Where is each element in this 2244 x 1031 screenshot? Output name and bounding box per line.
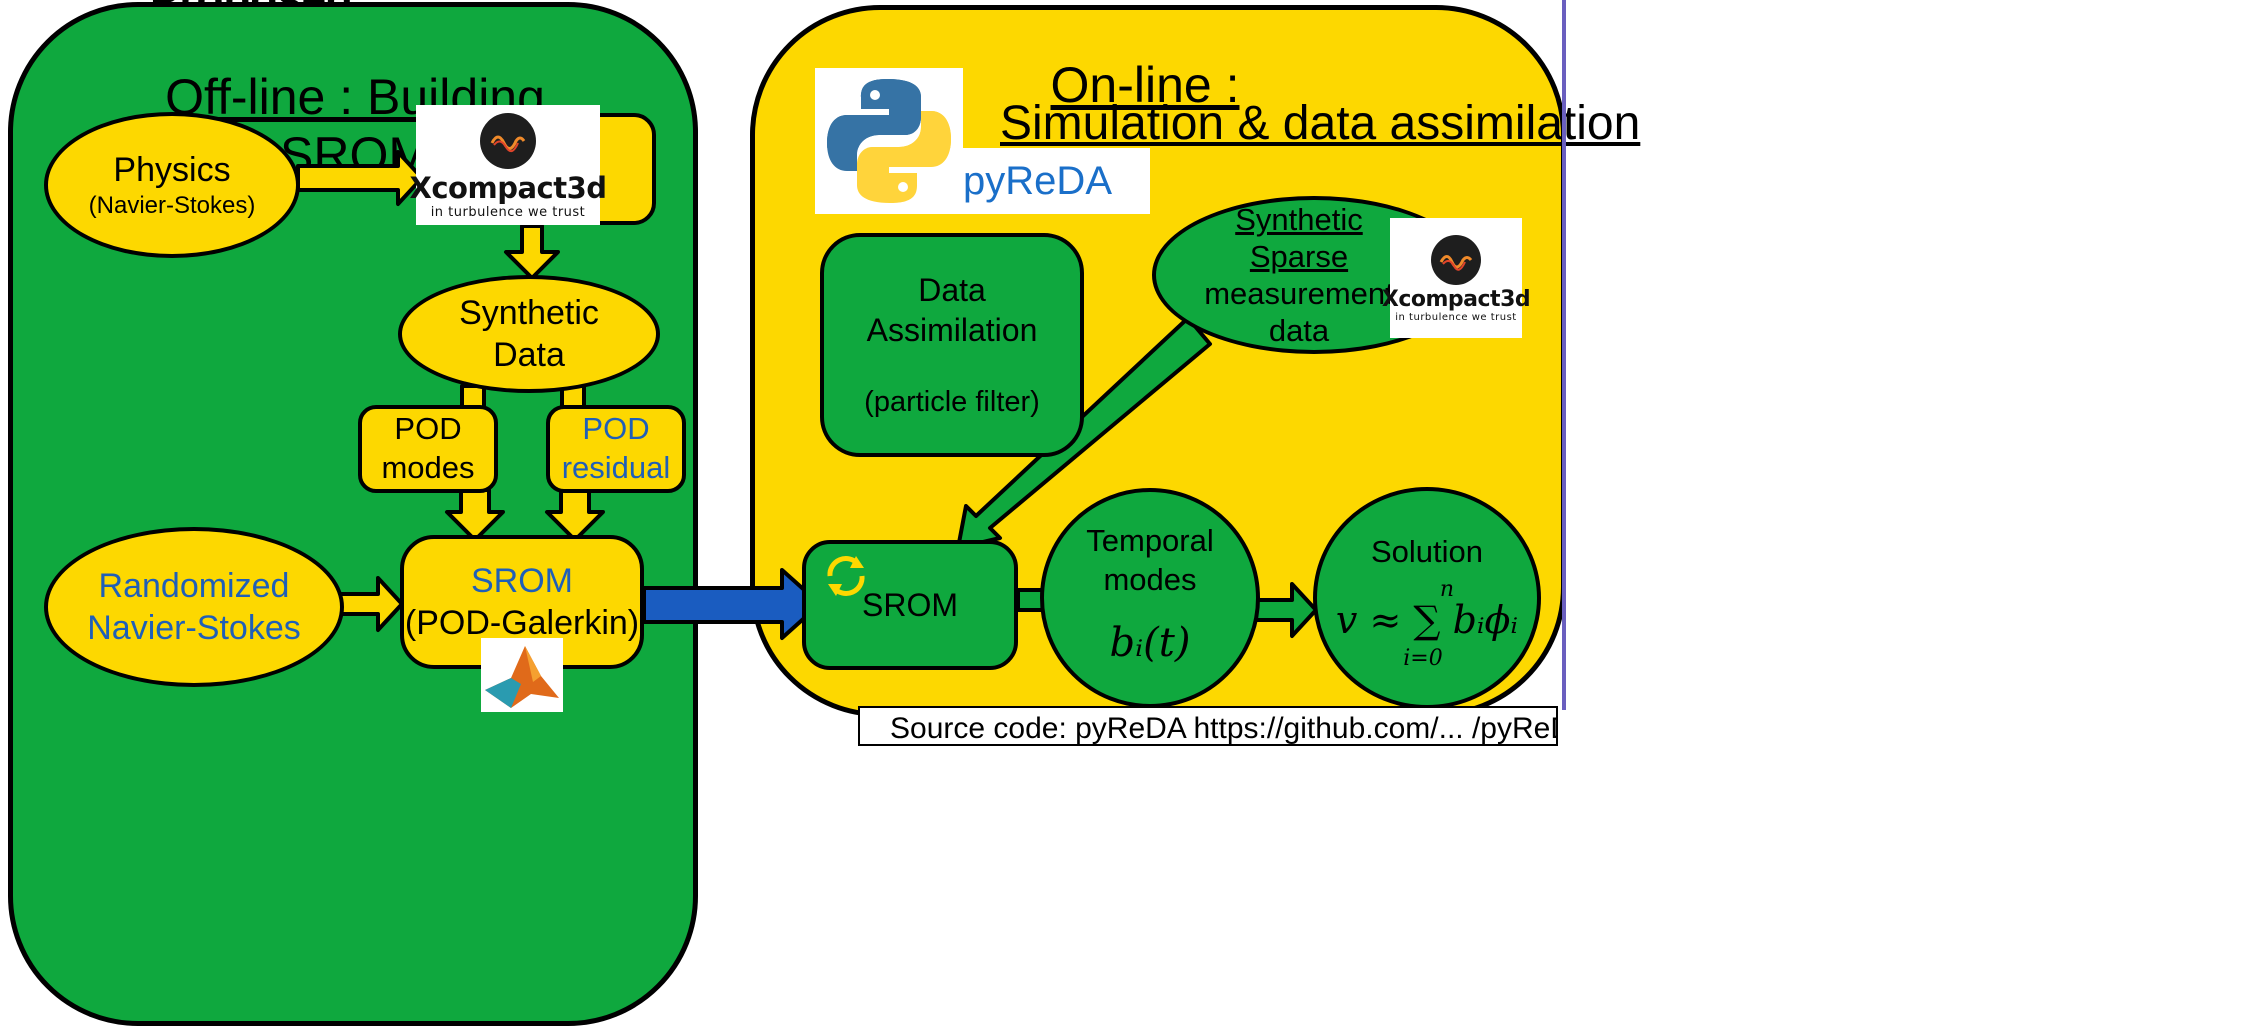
data-assimilation-node: Data Assimilation (particle filter) (820, 233, 1084, 457)
measurement-line3: measurement (1204, 276, 1394, 311)
refresh-cycle-icon (820, 550, 872, 602)
pod-residual-node: POD residual (546, 405, 686, 493)
solution-label: Solution (1370, 534, 1484, 569)
xcompact-logo-offline: Xcompact3d in turbulence we trust (410, 105, 607, 225)
measurement-line2: Sparse (1249, 238, 1349, 274)
synthetic-data-line2: Data (493, 336, 565, 374)
online-srom-node: SROM (802, 540, 1018, 670)
temporal-modes-line2: modes (1103, 561, 1197, 597)
solution-formula: v ≈ ∑ bᵢϕᵢ (1335, 598, 1519, 643)
data-assimilation-line1: Data (918, 271, 986, 308)
online-title-line2: Simulation & data assimilation (1000, 97, 1640, 150)
xcompact-online-tagline: in turbulence we trust (1395, 312, 1517, 323)
measurement-line4: data (1268, 313, 1330, 349)
online-title-line1: On-line : (1050, 57, 1240, 113)
randomized-line1: Randomized (98, 566, 290, 605)
pyreda-logo-front (815, 68, 963, 214)
data-assimilation-line3: (particle filter) (864, 385, 1040, 418)
synthetic-data-line1: Synthetic (459, 293, 599, 332)
matlab-icon (481, 638, 563, 712)
temporal-modes-line1: Temporal (1086, 523, 1214, 558)
pod-residual-line1: POD (582, 411, 650, 447)
online-title: On-line : (1000, 56, 1290, 114)
physics-sublabel: (Navier-Stokes) (88, 192, 256, 220)
footer-box: Source code: pyReDA https://github.com/.… (858, 706, 1558, 746)
arrow-podresidual-to-srom (545, 488, 605, 542)
xcompact-online-name: Xcompact3d (1381, 287, 1531, 312)
solution-node: Solution n v ≈ ∑ bᵢϕᵢ i=0 (1313, 487, 1541, 709)
temporal-modes-node: Temporal modes bᵢ(t) (1040, 488, 1260, 708)
data-assimilation-line2: Assimilation (866, 311, 1038, 348)
xcompact-tagline: in turbulence we trust (430, 204, 586, 220)
measurement-line1: Synthetic (1235, 201, 1363, 237)
arrow-randomized-to-srom (338, 576, 404, 632)
offline-srom-label: SROM (471, 561, 573, 600)
arrow-offline-to-online (642, 568, 822, 640)
pyreda-label: pyReDA (963, 158, 1112, 203)
temporal-formula: bᵢ(t) (1109, 619, 1191, 666)
xcompact-logo-online: Xcompact3d in turbulence we trust (1382, 218, 1531, 338)
solution-sum-upper: n (1439, 576, 1455, 602)
synthetic-data-node: Synthetic Data (398, 275, 660, 393)
randomized-node: Randomized Navier-Stokes (44, 527, 344, 687)
randomized-line2: Navier-Stokes (87, 609, 301, 647)
xcompact-name: Xcompact3d (409, 170, 608, 205)
arrow-xcompact-to-synthetic (504, 224, 560, 280)
pod-residual-line2: residual (561, 450, 671, 485)
offline-srom-sublabel: (POD-Galerkin) (404, 604, 640, 642)
arrow-physics-to-xcompact (296, 150, 424, 206)
pod-modes-line1: POD (394, 411, 462, 447)
xcompact-logo-icon-online (1431, 235, 1481, 285)
pod-modes-line2: modes (381, 450, 475, 485)
physics-label: Physics (113, 150, 231, 189)
online-srom-label: SROM (862, 587, 958, 623)
right-edge-marker (1562, 0, 1566, 710)
physics-node: Physics (Navier-Stokes) (44, 112, 300, 258)
arrow-podmodes-to-srom (445, 488, 505, 542)
python-icon-front (827, 79, 951, 203)
pod-modes-node: POD modes (358, 405, 498, 493)
xcompact-logo-icon (480, 112, 536, 169)
solution-sum-lower: i=0 (1403, 645, 1443, 671)
